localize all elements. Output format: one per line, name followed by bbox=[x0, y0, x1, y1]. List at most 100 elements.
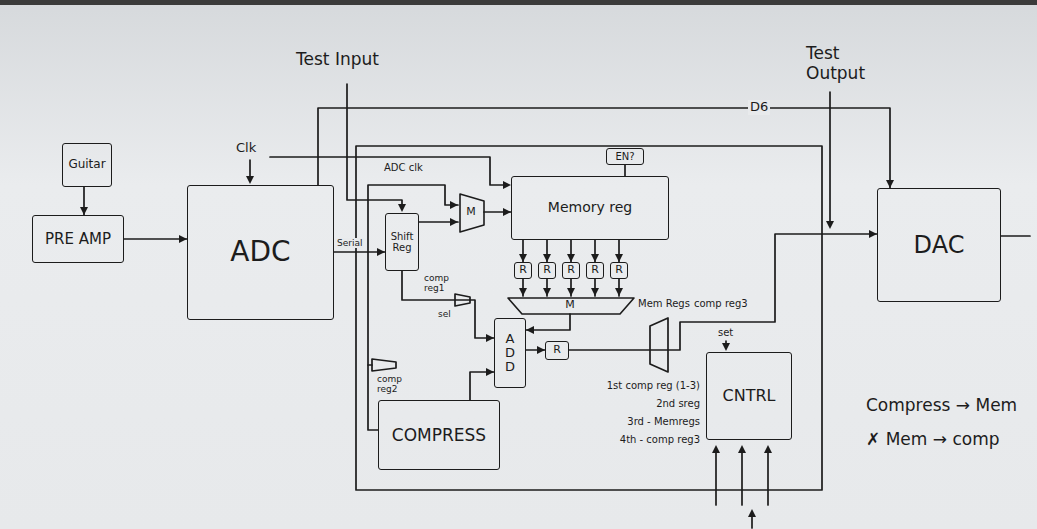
connector-line bbox=[470, 372, 494, 400]
register-box: R bbox=[586, 262, 604, 279]
arrowhead bbox=[886, 180, 894, 188]
arrowhead bbox=[543, 254, 551, 262]
arrowhead bbox=[591, 288, 599, 296]
node-label: R bbox=[591, 264, 599, 276]
control-input-wire bbox=[715, 452, 717, 505]
signal-name: Test Input bbox=[296, 50, 379, 70]
node-label: ADD bbox=[504, 332, 517, 375]
node-label: M bbox=[466, 206, 476, 218]
arrowhead bbox=[537, 346, 545, 354]
signal-name: Test Output bbox=[806, 44, 878, 83]
signal-name: Clk bbox=[236, 141, 256, 156]
test-output-wire bbox=[829, 92, 831, 222]
note: 1st comp reg (1-3) bbox=[607, 380, 700, 392]
connector bbox=[615, 240, 623, 262]
node-label: R bbox=[567, 264, 575, 276]
arrowhead bbox=[764, 445, 772, 453]
mux-shape bbox=[460, 194, 484, 232]
mux-block: M bbox=[506, 296, 634, 314]
shift-register: Shift Reg bbox=[385, 213, 419, 271]
node-label: DAC bbox=[914, 232, 965, 258]
signal-name: comp reg2 bbox=[377, 374, 407, 395]
signal-name: ADC clk bbox=[384, 162, 423, 174]
connector bbox=[543, 240, 551, 262]
node-label: Guitar bbox=[68, 158, 105, 171]
node-label: R bbox=[543, 264, 551, 276]
enable-box: EN? bbox=[606, 148, 644, 165]
adc-box: ADC bbox=[187, 185, 334, 320]
connector-line bbox=[402, 271, 494, 338]
arrowhead bbox=[519, 288, 527, 296]
arrowhead bbox=[179, 235, 187, 243]
connector bbox=[419, 218, 458, 226]
arrowhead bbox=[615, 254, 623, 262]
mux-block: M bbox=[458, 192, 484, 232]
node-label: M bbox=[565, 299, 575, 311]
arrowhead bbox=[826, 221, 834, 229]
mux-symbol bbox=[650, 318, 668, 372]
memory-box: Memory reg bbox=[511, 176, 669, 240]
node-label: EN? bbox=[615, 151, 634, 162]
connector bbox=[519, 279, 527, 296]
connector bbox=[80, 187, 88, 215]
connector bbox=[567, 240, 575, 262]
arrowhead bbox=[591, 254, 599, 262]
arrowhead bbox=[486, 334, 494, 342]
preamp-box: PRE AMP bbox=[32, 215, 124, 263]
arrowhead bbox=[486, 368, 494, 376]
connector bbox=[615, 279, 623, 296]
clock-wire bbox=[270, 157, 504, 185]
source-box: Guitar bbox=[62, 143, 112, 187]
arrowhead bbox=[398, 204, 406, 212]
edge-label: Serial bbox=[335, 238, 364, 248]
connector bbox=[368, 185, 458, 430]
board-frame bbox=[0, 0, 1037, 5]
arrowhead bbox=[377, 248, 385, 256]
enable-wire bbox=[624, 165, 626, 176]
signal-name: sel bbox=[438, 309, 451, 319]
arrowhead bbox=[246, 176, 254, 184]
mux-shape bbox=[508, 298, 634, 314]
note: Compress → Mem bbox=[866, 396, 1017, 416]
node-label: R bbox=[553, 344, 561, 356]
arrowhead bbox=[567, 254, 575, 262]
arrowhead bbox=[503, 181, 511, 189]
connector bbox=[591, 240, 599, 262]
connector bbox=[526, 346, 545, 354]
signal-name: comp reg3 bbox=[694, 298, 748, 310]
connector bbox=[526, 314, 570, 334]
connector bbox=[543, 279, 551, 296]
dac-box: DAC bbox=[877, 188, 1001, 302]
part-name: Mem Regs bbox=[638, 298, 690, 310]
arrowhead bbox=[869, 230, 877, 238]
note: 4th - comp reg3 bbox=[620, 434, 700, 446]
compress-box: COMPRESS bbox=[378, 400, 500, 470]
connector bbox=[402, 271, 494, 342]
control-input-wire bbox=[741, 452, 743, 505]
adder-block: ADD bbox=[494, 318, 526, 388]
connector bbox=[569, 230, 877, 350]
node-label: Shift Reg bbox=[388, 231, 416, 253]
node-label: CNTRL bbox=[723, 387, 776, 405]
arrowhead bbox=[503, 208, 511, 216]
arrowhead bbox=[526, 326, 534, 334]
arrowhead bbox=[519, 254, 527, 262]
arrowhead bbox=[615, 288, 623, 296]
connector bbox=[334, 248, 385, 256]
arrowhead bbox=[567, 288, 575, 296]
arrowhead bbox=[450, 201, 458, 209]
fpga-boundary bbox=[356, 146, 822, 490]
note: 2nd sreg bbox=[656, 398, 700, 410]
dac-output-wire bbox=[1001, 235, 1030, 237]
arrowhead bbox=[80, 207, 88, 215]
note: 3rd - Memregs bbox=[627, 416, 700, 428]
connector-line bbox=[368, 185, 458, 430]
register-box: R bbox=[562, 262, 580, 279]
arrowhead bbox=[738, 445, 746, 453]
node-label: R bbox=[615, 264, 623, 276]
node-label: PRE AMP bbox=[45, 231, 111, 248]
arrowhead bbox=[450, 218, 458, 226]
